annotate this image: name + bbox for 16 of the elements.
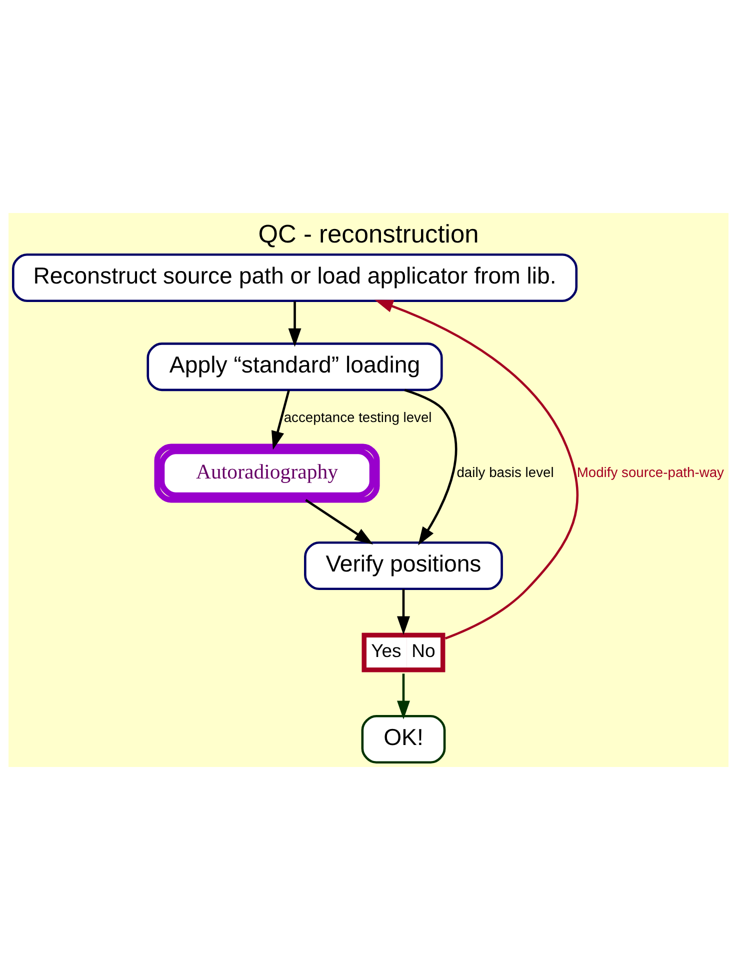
arrow <box>397 673 410 719</box>
arrow <box>305 498 374 544</box>
arrow <box>374 299 578 640</box>
arrow <box>288 300 302 346</box>
node-box: Autoradiography <box>154 443 380 502</box>
node-box: OK! <box>361 714 446 764</box>
edge-label: daily basis level <box>456 463 554 480</box>
edge-label: Modify source-path-way <box>576 463 724 480</box>
arrow <box>271 389 290 450</box>
edge-label: acceptance testing level <box>284 408 432 424</box>
node-box: Reconstruct source path or load applicator from lib. <box>12 252 578 302</box>
diagram-title: QC - reconstruction <box>258 220 479 248</box>
arrow <box>397 588 410 634</box>
node-box: Apply “standard” loading <box>146 342 443 391</box>
node-box: Verify positions <box>304 540 503 590</box>
arrow <box>404 388 458 545</box>
